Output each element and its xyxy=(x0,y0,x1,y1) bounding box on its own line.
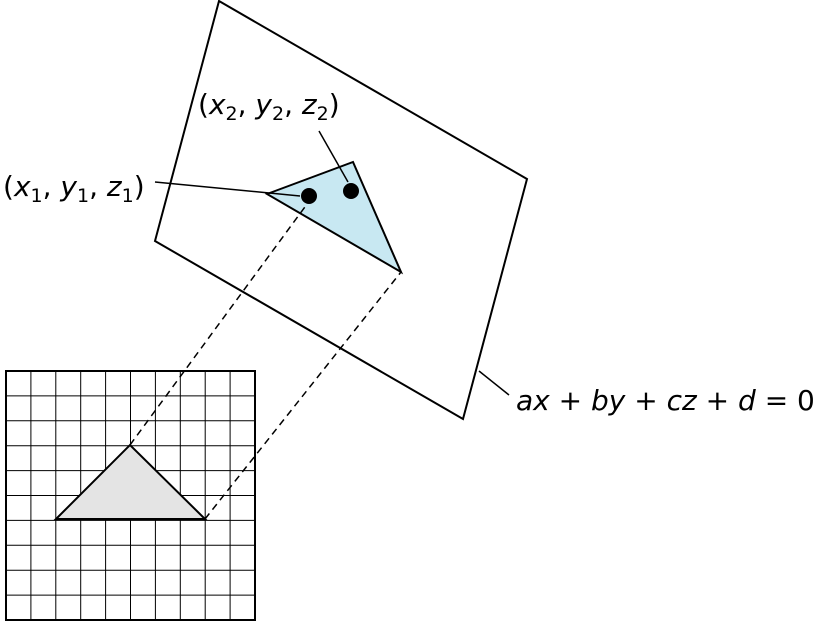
plane xyxy=(153,0,529,421)
label-point-1: (x1, y1, z1) xyxy=(3,170,145,207)
projection-line-left xyxy=(129,199,311,446)
triangle-2d xyxy=(53,443,208,520)
triangle-3d xyxy=(264,160,404,275)
leader-line-point-1 xyxy=(154,181,301,197)
point-2 xyxy=(343,183,359,199)
projection-line-right xyxy=(204,271,402,520)
grid-lines xyxy=(6,371,255,620)
leader-line-plane-equation xyxy=(478,370,510,396)
point-1 xyxy=(301,188,317,204)
label-point-2: (x2, y2, z2) xyxy=(198,88,340,125)
leader-line-point-2 xyxy=(318,130,349,183)
label-plane-equation: ax + by + cz + d = 0 xyxy=(516,384,815,417)
